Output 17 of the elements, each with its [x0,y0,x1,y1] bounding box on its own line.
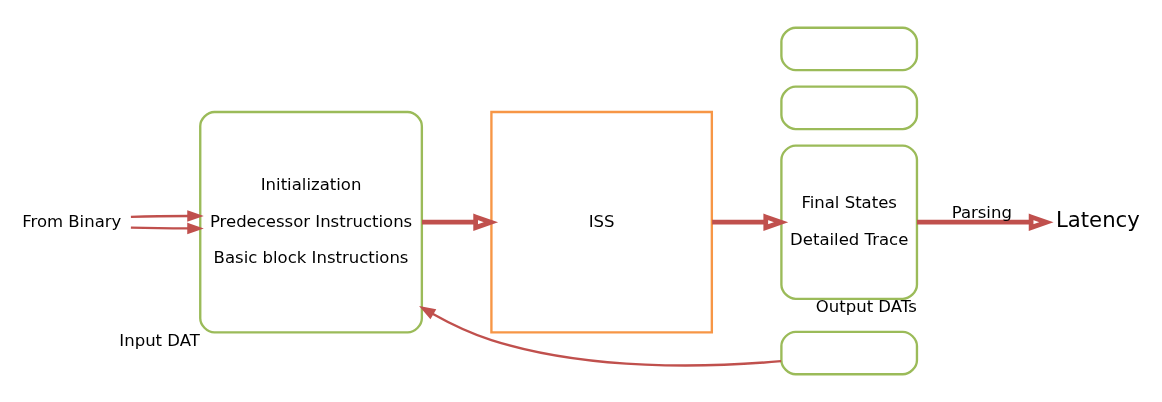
arrow [917,213,1054,231]
arrow [419,305,782,367]
arrow [422,213,499,231]
node-label: Input DAT [119,330,200,350]
edge-label: Parsing [951,202,1012,222]
node-box: Final States Detailed Trace [780,144,919,300]
node-text: Latency [1056,207,1140,233]
node-box [780,85,919,131]
node-box: ISS [490,110,714,334]
node-text: From Binary [22,211,122,231]
node-box [780,330,919,376]
node-label: Output DATs [815,297,917,317]
node-box: Initialization Predecessor Instructions Basic block Instructions [199,110,424,334]
node-box [780,26,919,72]
arrow [130,222,204,235]
arrow [712,213,789,231]
arrow [130,210,204,222]
